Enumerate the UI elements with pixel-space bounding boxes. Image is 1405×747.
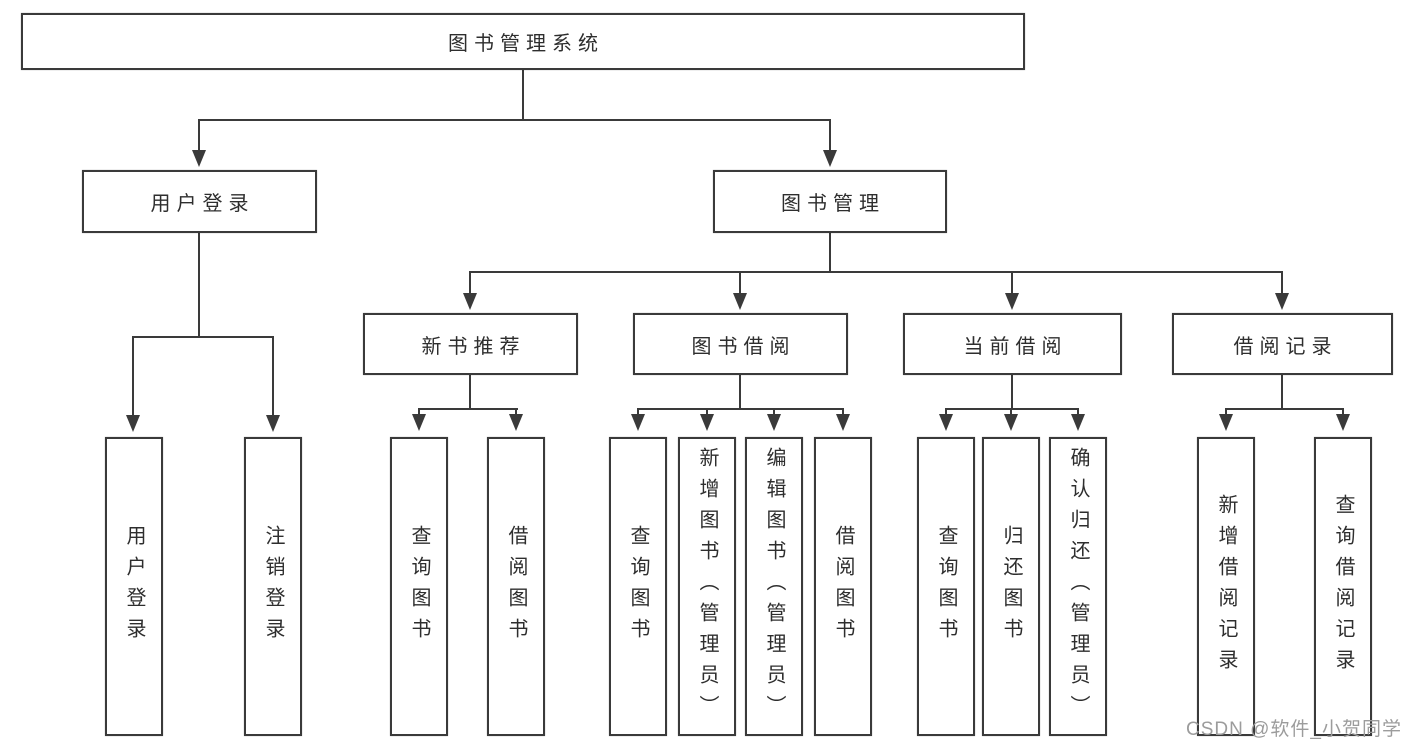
- arrow-down-icon: [509, 408, 523, 431]
- arrow-down-icon: [192, 119, 206, 167]
- leaf-borrow-books: 借阅图书: [814, 437, 872, 736]
- leaf-query-books-current: 查询图书: [917, 437, 975, 736]
- arrow-down-icon: [412, 408, 426, 431]
- leaf-logout: 注销登录: [244, 437, 302, 736]
- connector-line: [522, 69, 524, 121]
- leaf-edit-books-admin: 编辑图书（管理员）: [745, 437, 803, 736]
- arrow-down-icon: [700, 408, 714, 431]
- arrow-down-icon: [836, 408, 850, 431]
- arrow-down-icon: [1004, 408, 1018, 431]
- connector-line: [469, 271, 1283, 273]
- arrow-down-icon: [126, 336, 140, 432]
- connector-line: [418, 408, 518, 410]
- connector-line: [1011, 375, 1013, 410]
- connector-line: [945, 408, 1079, 410]
- leaf-add-borrow-record: 新增借阅记录: [1197, 437, 1255, 736]
- connector-line: [198, 233, 200, 338]
- connector-line: [1281, 375, 1283, 410]
- arrow-down-icon: [1275, 271, 1289, 310]
- connector-line: [132, 336, 274, 338]
- connector-line: [198, 119, 831, 121]
- node-book-management: 图书管理: [713, 170, 947, 233]
- arrow-down-icon: [463, 271, 477, 310]
- node-user-login: 用户登录: [82, 170, 317, 233]
- csdn-watermark: CSDN @软件_小贺同学: [1186, 719, 1402, 740]
- node-book-borrow: 图书借阅: [633, 313, 848, 375]
- leaf-query-books-borrow: 查询图书: [609, 437, 667, 736]
- arrow-down-icon: [631, 408, 645, 431]
- arrow-down-icon: [1071, 408, 1085, 431]
- arrow-down-icon: [733, 271, 747, 310]
- arrow-down-icon: [939, 408, 953, 431]
- arrow-down-icon: [823, 119, 837, 167]
- arrow-down-icon: [1005, 271, 1019, 310]
- leaf-borrow-books-recommend: 借阅图书: [487, 437, 545, 736]
- node-root: 图书管理系统: [21, 13, 1025, 70]
- connector-line: [829, 233, 831, 273]
- leaf-add-books-admin: 新增图书（管理员）: [678, 437, 736, 736]
- node-current-borrow: 当前借阅: [903, 313, 1122, 375]
- connector-line: [1225, 408, 1344, 410]
- leaf-return-books: 归还图书: [982, 437, 1040, 736]
- connector-line: [739, 375, 741, 410]
- arrow-down-icon: [1336, 408, 1350, 431]
- arrow-down-icon: [266, 336, 280, 432]
- connector-line: [469, 375, 471, 410]
- arrow-down-icon: [767, 408, 781, 431]
- leaf-confirm-return-admin: 确认归还（管理员）: [1049, 437, 1107, 736]
- connector-line: [637, 408, 844, 410]
- leaf-user-login: 用户登录: [105, 437, 163, 736]
- node-new-book-recommend: 新书推荐: [363, 313, 578, 375]
- leaf-query-books-recommend: 查询图书: [390, 437, 448, 736]
- arrow-down-icon: [1219, 408, 1233, 431]
- leaf-query-borrow-record: 查询借阅记录: [1314, 437, 1372, 736]
- node-borrow-records: 借阅记录: [1172, 313, 1393, 375]
